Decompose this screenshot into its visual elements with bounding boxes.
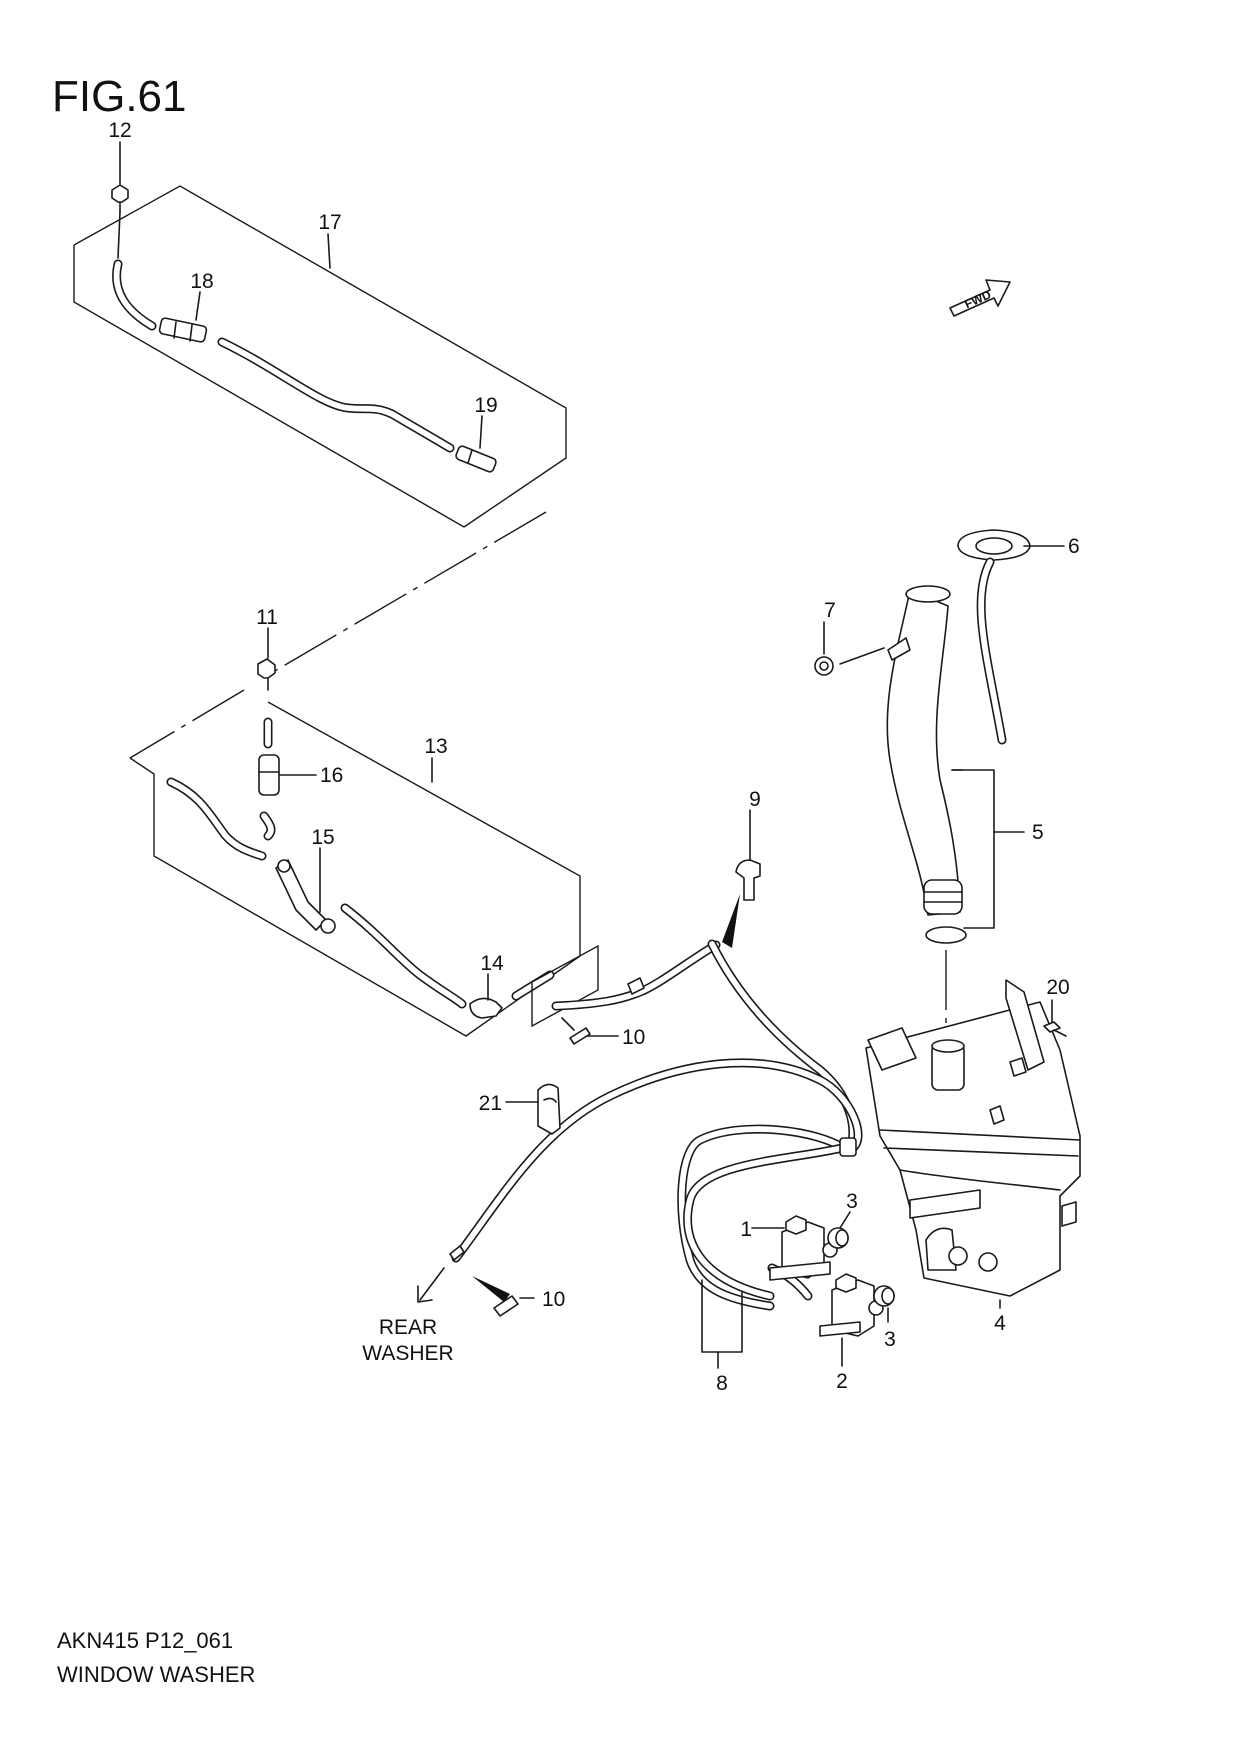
callout-4: 4 <box>994 1312 1006 1335</box>
footer-name: WINDOW WASHER <box>57 1662 256 1687</box>
callout-1: 1 <box>740 1218 752 1241</box>
callout-11: 11 <box>256 606 278 629</box>
washer-tank-4 <box>865 979 1081 1297</box>
callout-labels: 1 2 3 3 4 5 6 7 8 9 10 10 11 12 13 14 15… <box>108 119 1079 1395</box>
middle-hose-assembly-box <box>129 689 581 1037</box>
callout-9: 9 <box>749 788 761 811</box>
connector-10-upper <box>561 1017 591 1045</box>
callout-8: 8 <box>716 1372 728 1395</box>
leader-lines <box>119 141 1065 1369</box>
washer-pump-2 <box>819 1273 884 1337</box>
joint-19 <box>455 445 497 473</box>
callout-12: 12 <box>108 119 131 142</box>
callout-7: 7 <box>824 599 836 622</box>
filler-cap-6 <box>957 529 1031 745</box>
callout-14: 14 <box>480 952 504 975</box>
grommet-3-upper <box>827 1227 849 1249</box>
front-hose-assembly-box <box>73 185 567 676</box>
washer-hose-8 <box>451 939 863 1311</box>
callout-10b: 10 <box>542 1288 565 1311</box>
arrow-9 <box>722 894 740 948</box>
callout-5: 5 <box>1032 821 1044 844</box>
connector-10-lower <box>493 1295 519 1317</box>
callout-15: 15 <box>311 826 334 849</box>
middle-hose-13 <box>166 717 555 1009</box>
screw-7 <box>814 656 834 676</box>
fwd-arrow-icon: FWD <box>949 279 1011 317</box>
callout-2: 2 <box>836 1370 848 1393</box>
figure-title: FIG.61 <box>52 72 187 121</box>
grommet-3-lower <box>873 1285 895 1307</box>
callout-3b: 3 <box>884 1328 896 1351</box>
callout-13: 13 <box>424 735 447 758</box>
hose-clip <box>839 1137 857 1157</box>
arrow-rear <box>472 1276 510 1302</box>
footer-code: AKN415 P12_061 <box>57 1628 234 1653</box>
rear-washer-connector <box>449 1245 465 1261</box>
callout-3a: 3 <box>846 1190 858 1213</box>
callout-16: 16 <box>320 764 343 787</box>
bolt-20 <box>1043 1021 1067 1037</box>
filler-neck-5 <box>886 585 963 916</box>
rear-label-line2: WASHER <box>362 1342 453 1365</box>
joint-16 <box>258 754 280 796</box>
clamp-21 <box>537 1083 561 1135</box>
elbow-joint-14 <box>469 997 503 1019</box>
rear-label-line1: REAR <box>379 1316 437 1339</box>
callout-17: 17 <box>318 211 341 234</box>
callout-20: 20 <box>1046 976 1069 999</box>
callout-18: 18 <box>190 270 213 293</box>
three-way-joint-15 <box>275 859 336 934</box>
washer-pump-1 <box>769 1215 838 1281</box>
nozzle-11 <box>257 658 276 691</box>
callout-19: 19 <box>474 394 497 417</box>
front-hose-17 <box>112 259 455 453</box>
o-ring <box>925 926 967 944</box>
callout-21: 21 <box>479 1092 502 1115</box>
joint-18 <box>158 317 208 343</box>
nozzle-12 <box>111 184 129 259</box>
callout-6: 6 <box>1068 535 1080 558</box>
elbow-9 <box>735 859 761 901</box>
callout-10a: 10 <box>622 1026 645 1049</box>
fwd-label: FWD <box>962 287 993 311</box>
connector-bracket <box>531 940 721 1028</box>
